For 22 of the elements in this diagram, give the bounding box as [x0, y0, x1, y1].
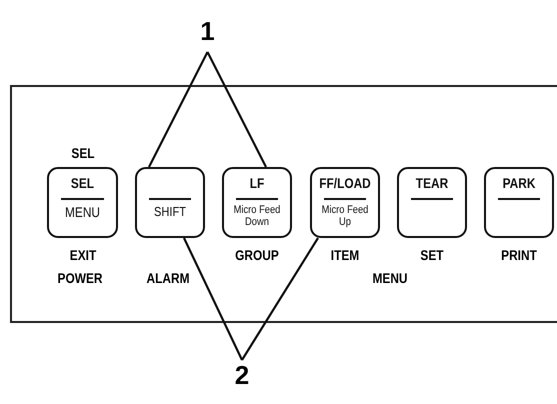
key-caption: SET — [420, 247, 444, 263]
panel-key: TEAR — [397, 167, 467, 238]
panel-label: POWER — [58, 270, 102, 286]
callout-number: 1 — [195, 16, 220, 52]
leader-line — [183, 238, 243, 360]
panel-key: SEL MENU — [47, 167, 118, 238]
leader-line — [206, 52, 267, 168]
panel-label: MENU — [372, 270, 408, 286]
key-caption: EXIT — [69, 247, 96, 263]
key-caption: SEL — [70, 145, 94, 161]
key-caption: PRINT — [501, 247, 537, 263]
leader-line — [148, 52, 208, 168]
panel-label: ALARM — [146, 270, 190, 286]
callout-number: 2 — [228, 360, 256, 394]
leader-line — [241, 237, 319, 361]
panel-key: LF Micro Feed Down — [222, 167, 292, 238]
panel-key: PARK — [484, 167, 554, 238]
panel-key: FF/LOAD Micro Feed Up — [310, 167, 380, 238]
key-caption: GROUP — [235, 247, 279, 263]
control-panel — [10, 85, 557, 323]
panel-key: SHIFT — [135, 167, 205, 238]
key-caption: ITEM — [330, 247, 360, 263]
